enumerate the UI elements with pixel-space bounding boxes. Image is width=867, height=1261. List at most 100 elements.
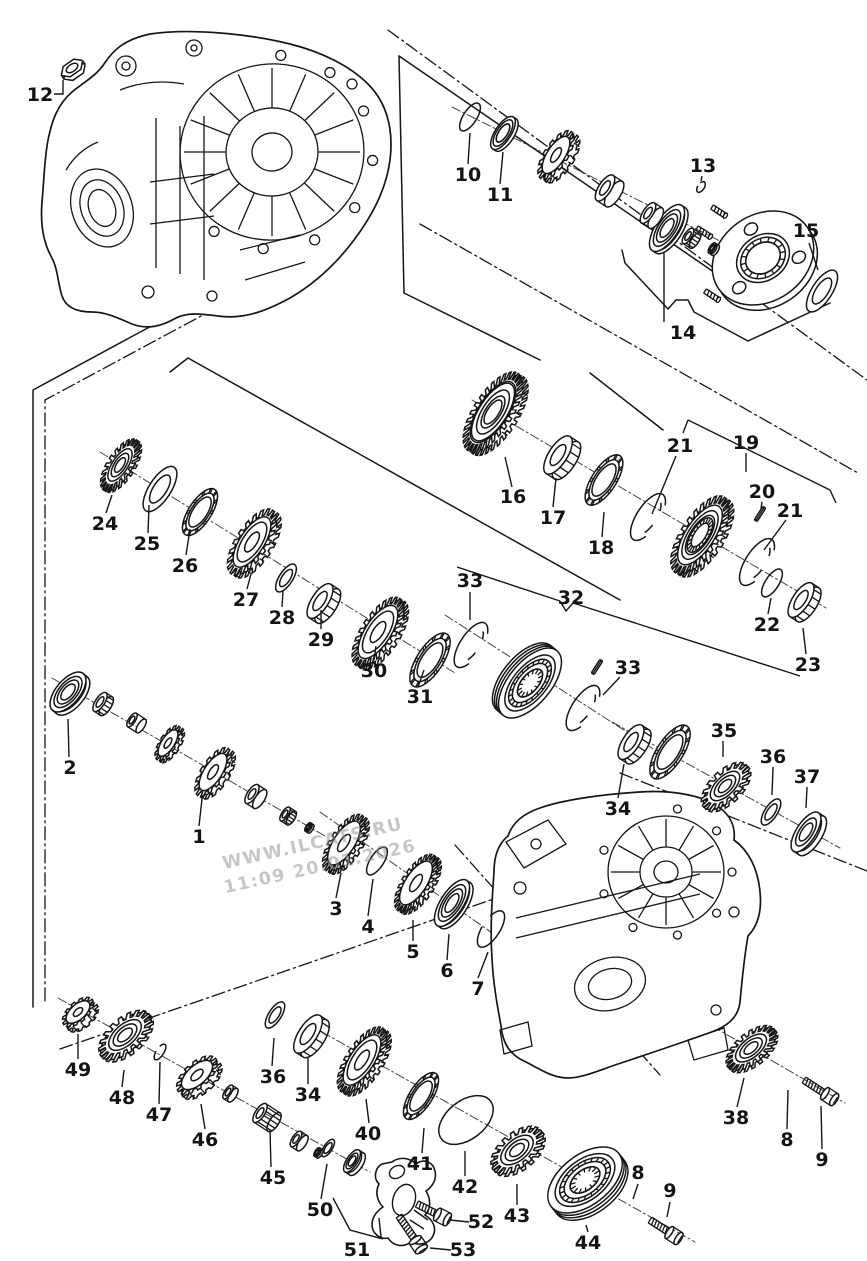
frame-line-dashdot bbox=[44, 307, 217, 1005]
leader-line-36a bbox=[771, 766, 774, 796]
leader-line-53 bbox=[429, 1247, 452, 1251]
leader-line-45 bbox=[269, 1129, 272, 1168]
leader-line-40 bbox=[365, 1098, 370, 1124]
callout-30: 30 bbox=[361, 660, 387, 682]
part-33b bbox=[560, 680, 604, 734]
part-shaft45-b bbox=[250, 1101, 284, 1134]
callout-33b: 33 bbox=[615, 657, 641, 679]
leader-line-46 bbox=[200, 1103, 206, 1130]
part-46 bbox=[170, 1049, 229, 1106]
callout-26: 26 bbox=[172, 555, 198, 577]
callout-38: 38 bbox=[723, 1107, 749, 1129]
leader-line-34a bbox=[617, 763, 625, 799]
bracket-line-19-2 bbox=[829, 489, 837, 504]
callout-21a: 21 bbox=[667, 435, 693, 457]
part-35 bbox=[693, 754, 759, 820]
leader-line-9b bbox=[666, 1201, 671, 1218]
part-shaft45-c bbox=[288, 1129, 310, 1152]
part-14-stud-1 bbox=[710, 204, 728, 219]
part-36a bbox=[758, 796, 785, 828]
part-37 bbox=[785, 807, 832, 860]
leader-line-4 bbox=[367, 878, 374, 917]
part-2 bbox=[43, 666, 96, 721]
callout-21b: 21 bbox=[777, 500, 803, 522]
leader-line-6 bbox=[446, 933, 450, 961]
callout-19: 19 bbox=[733, 432, 759, 454]
callout-43: 43 bbox=[504, 1205, 530, 1227]
leader-line-22 bbox=[767, 597, 772, 615]
part-19 bbox=[660, 487, 745, 586]
callout-11: 11 bbox=[487, 184, 513, 206]
leader-line-36b bbox=[271, 1037, 275, 1067]
leader-line-15 bbox=[808, 242, 819, 271]
callout-1: 1 bbox=[192, 826, 205, 848]
part-36b bbox=[262, 999, 289, 1031]
bracket-line-32-2 bbox=[572, 602, 801, 677]
part-7 bbox=[472, 907, 510, 952]
leader-line-18 bbox=[601, 511, 605, 538]
leader-line-7 bbox=[477, 951, 489, 979]
part-17 bbox=[538, 432, 586, 484]
part-14-bearing bbox=[643, 199, 695, 259]
callout-47: 47 bbox=[146, 1104, 172, 1126]
part-shaft-1-d bbox=[242, 782, 269, 811]
frame-line-solid bbox=[398, 55, 405, 294]
bracket-line-19-0 bbox=[682, 419, 689, 434]
part-5 bbox=[386, 848, 449, 921]
callout-20a: 20 bbox=[749, 481, 775, 503]
callout-10: 10 bbox=[455, 164, 481, 186]
part-49 bbox=[57, 992, 103, 1038]
leader-line-8a bbox=[786, 1089, 789, 1130]
part-25 bbox=[137, 461, 184, 517]
part-24 bbox=[93, 433, 149, 498]
callout-41: 41 bbox=[407, 1153, 433, 1175]
part-41 bbox=[397, 1067, 445, 1125]
leader-line-16 bbox=[504, 456, 513, 488]
part-52 bbox=[414, 1198, 453, 1227]
part-28 bbox=[272, 561, 301, 595]
part-40 bbox=[328, 1019, 401, 1103]
gearbox-housing-drawing bbox=[490, 790, 762, 1079]
part-shaft-a-2 bbox=[637, 200, 666, 231]
callout-52: 52 bbox=[468, 1211, 494, 1233]
part-13 bbox=[695, 180, 707, 194]
callout-9b: 9 bbox=[663, 1180, 676, 1202]
callouts-layer: 1210111314151617181920212122232425262728… bbox=[27, 80, 837, 1261]
bracket-line-51-1 bbox=[378, 1217, 382, 1238]
part-15 bbox=[800, 265, 843, 316]
callout-3: 3 bbox=[329, 898, 342, 920]
callout-23: 23 bbox=[795, 654, 821, 676]
leader-line-3 bbox=[335, 872, 342, 899]
part-47 bbox=[152, 1042, 168, 1061]
callout-16: 16 bbox=[500, 486, 526, 508]
part-shaft-1-tip bbox=[304, 822, 316, 835]
part-32 bbox=[481, 632, 573, 728]
part-21b bbox=[733, 533, 779, 589]
part-shaft-1-g1 bbox=[150, 722, 189, 767]
watermark: WWW.ILCATS.RU 11:09 20.01.2026 bbox=[221, 814, 418, 898]
part-43 bbox=[482, 1117, 554, 1186]
leader-line-33b bbox=[602, 676, 621, 696]
part-27 bbox=[218, 501, 291, 585]
callout-7: 7 bbox=[471, 978, 484, 1000]
callout-42: 42 bbox=[452, 1176, 478, 1198]
callout-49: 49 bbox=[65, 1059, 91, 1081]
leader-line-27 bbox=[246, 573, 252, 590]
part-26 bbox=[176, 483, 224, 541]
callout-24: 24 bbox=[92, 513, 118, 535]
part-9b bbox=[646, 1214, 685, 1246]
leader-line-26 bbox=[185, 528, 191, 556]
callout-18: 18 bbox=[588, 537, 614, 559]
part-31a bbox=[402, 627, 458, 693]
callout-36b: 36 bbox=[260, 1066, 286, 1088]
part-shaft-a-spline bbox=[680, 226, 703, 250]
callout-46: 46 bbox=[192, 1129, 218, 1151]
part-shaft45-a bbox=[221, 1083, 240, 1103]
part-42 bbox=[430, 1086, 503, 1154]
callout-17: 17 bbox=[540, 507, 566, 529]
frame-line-dashdot bbox=[419, 223, 859, 474]
part-12 bbox=[58, 55, 89, 84]
callout-37: 37 bbox=[794, 766, 820, 788]
callout-8b: 8 bbox=[631, 1162, 644, 1184]
frame-line-axis bbox=[471, 399, 827, 609]
